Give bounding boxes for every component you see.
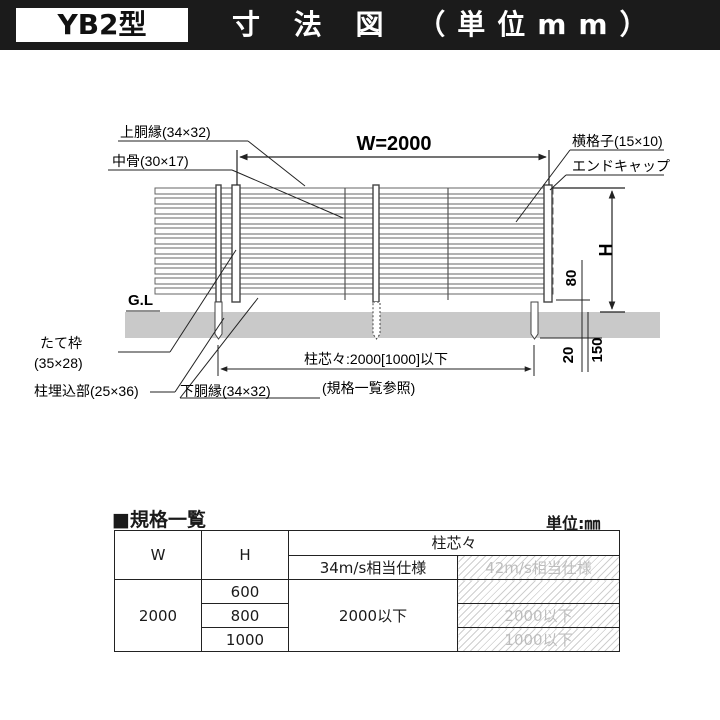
dim-80-lines xyxy=(556,260,590,312)
cell-h-800: 800 xyxy=(201,603,289,628)
middle-bones xyxy=(344,188,449,300)
model-name: YB2型 xyxy=(16,8,188,42)
height-label: H xyxy=(596,244,616,257)
cell-w-value: 2000 xyxy=(114,579,202,652)
header-h: H xyxy=(201,530,289,580)
leader-lines xyxy=(108,140,664,399)
slat-label: 横格子(15×10) xyxy=(572,133,663,149)
table-header-row: W H 柱芯々 xyxy=(114,530,620,580)
pitch-label: 柱芯々:2000[1000]以下 xyxy=(304,351,448,367)
horizontal-slats xyxy=(154,187,554,295)
upper-rail-label: 上胴縁(34×32) xyxy=(120,124,211,140)
posts xyxy=(215,184,553,303)
spec-unit: 単位:㎜ xyxy=(546,514,601,533)
spec-heading: ■規格一覧 xyxy=(112,509,206,531)
cell-h-600: 600 xyxy=(201,579,289,604)
frame-size-label: (35×28) xyxy=(34,355,83,371)
width-label: W=2000 xyxy=(356,133,431,155)
table-row: 2000 600 2000以下 xyxy=(114,579,620,652)
cell-h-1000: 1000 xyxy=(201,627,289,652)
cell-hatch-blank xyxy=(457,579,620,604)
embedded-posts xyxy=(214,301,539,340)
dimension-drawing: W=2000 H 80 20 150 G.L 柱芯々:2000[1000]以下 xyxy=(34,124,670,399)
frame-label: たて枠 xyxy=(40,335,82,351)
dim-150-label: 150 xyxy=(589,337,606,362)
page-title: 寸 法 図 （単位mm） xyxy=(232,8,660,41)
cell-pitch-34: 2000以下 xyxy=(288,579,458,652)
title-bar: YB2型 寸 法 図 （単位mm） xyxy=(0,0,720,50)
header-34ms: 34m/s相当仕様 xyxy=(288,554,458,580)
pitch-dimension xyxy=(217,345,535,376)
spec-table: W H 柱芯々 34m/s相当仕様 42m/s相当仕様 2000 600 200… xyxy=(114,530,620,652)
cell-pitch-42-b: 1000以下 xyxy=(457,627,620,652)
ground-band xyxy=(125,312,660,338)
width-dimension xyxy=(236,150,550,185)
end-cap-label: エンドキャップ xyxy=(572,158,670,174)
post-embed-label: 柱埋込部(25×36) xyxy=(34,383,139,399)
table-row: 1000 1000以下 xyxy=(115,627,620,652)
dim-20-label: 20 xyxy=(560,347,577,364)
ground-level-label: G.L xyxy=(128,292,153,309)
dim-20-150-lines xyxy=(540,312,602,372)
header-w: W xyxy=(114,530,202,580)
see-table-label: (規格一覧参照) xyxy=(322,380,415,396)
dim-80-label: 80 xyxy=(563,270,580,287)
header-pitch: 柱芯々 xyxy=(288,530,620,556)
cell-pitch-42-a: 2000以下 xyxy=(457,603,620,628)
middle-bone-label: 中骨(30×17) xyxy=(112,153,189,169)
header-42ms: 42m/s相当仕様 xyxy=(457,554,620,580)
height-dimension xyxy=(552,187,625,313)
lower-rail-label: 下胴縁(34×32) xyxy=(180,383,271,399)
